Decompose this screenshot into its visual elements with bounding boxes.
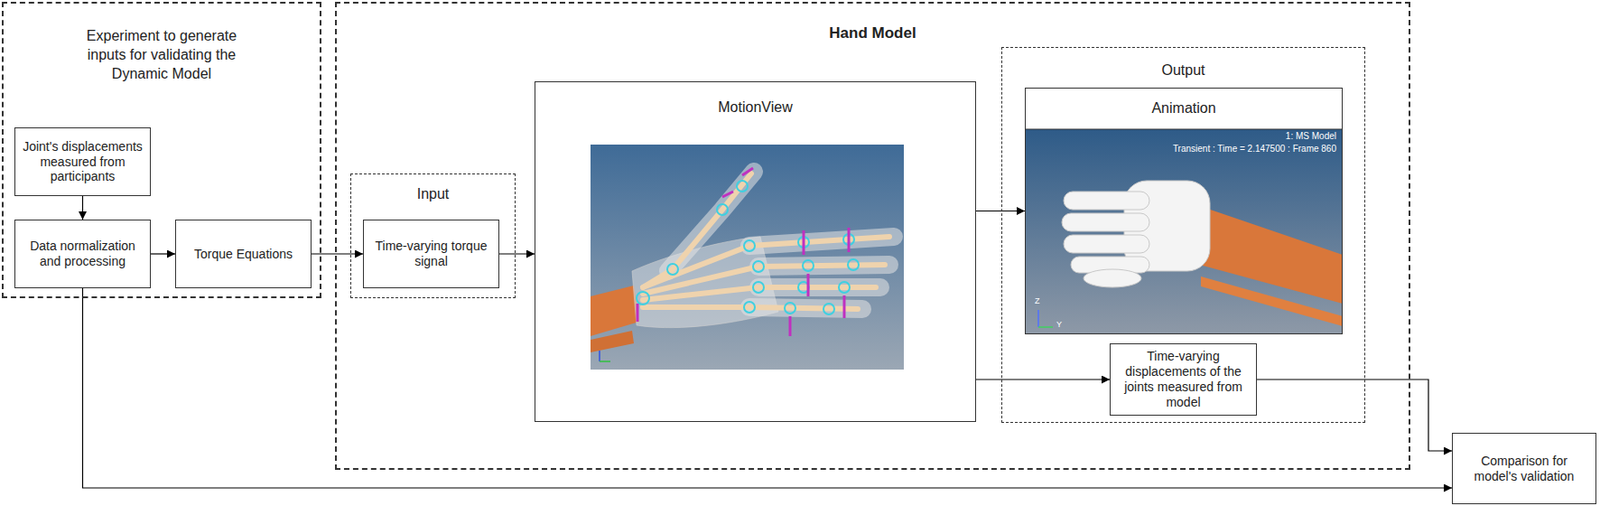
box-label: Data normalization and processing [20, 238, 145, 270]
connector-arrow [976, 210, 1025, 212]
box-label: Joint's displacements measured from part… [20, 139, 145, 185]
viewer-caption: Transient : Time = 2.147500 : Frame 860 [1172, 144, 1337, 154]
box-label: Torque Equations [194, 246, 293, 262]
process-box: Joint's displacements measured from part… [14, 127, 151, 196]
connector-arrow [499, 252, 535, 254]
motionview-hand-image [590, 144, 904, 370]
model-group: Hand ModelInputTime-varying torque signa… [334, 1, 1411, 470]
box-label: Time-varying displacements of the joints… [1116, 348, 1251, 410]
group-heading: Input [361, 185, 506, 205]
process-box: Data normalization and processing [14, 219, 151, 289]
axis-label: Z [1034, 297, 1041, 306]
connector-arrow [83, 288, 1453, 488]
software-panel: MotionView [534, 81, 977, 422]
animation-hand-image [1024, 129, 1343, 335]
box-label: Time-varying torque signal [369, 238, 494, 270]
animation-panel: Animation [1024, 87, 1343, 335]
input-group: InputTime-varying torque signal [350, 173, 516, 298]
viewer-caption: 1: MS Model [1285, 131, 1337, 141]
connector-arrow [82, 195, 84, 220]
group-heading: Animation [1025, 88, 1342, 130]
process-box: Time-varying displacements of the joints… [1109, 343, 1257, 416]
output-group: OutputAnimationTime-varying displacement… [1001, 46, 1366, 423]
box-label: Comparison for model's validation [1458, 453, 1591, 484]
connector-arrow [1256, 379, 1452, 451]
process-box: Comparison for model's validation [1451, 432, 1597, 504]
axis-label: Y [1056, 320, 1062, 329]
connector-arrow [150, 252, 176, 254]
process-box: Torque Equations [175, 219, 312, 289]
experiment-group: Experiment to generate inputs for valida… [1, 1, 322, 298]
process-box: Time-varying torque signal [362, 219, 500, 289]
group-heading: Experiment to generate inputs for valida… [71, 27, 252, 84]
group-heading: Hand Model [737, 23, 1009, 44]
group-heading: MotionView [620, 98, 892, 118]
group-heading: Output [1048, 61, 1320, 81]
connector-arrow [311, 252, 363, 254]
connector-arrow [976, 378, 1110, 380]
